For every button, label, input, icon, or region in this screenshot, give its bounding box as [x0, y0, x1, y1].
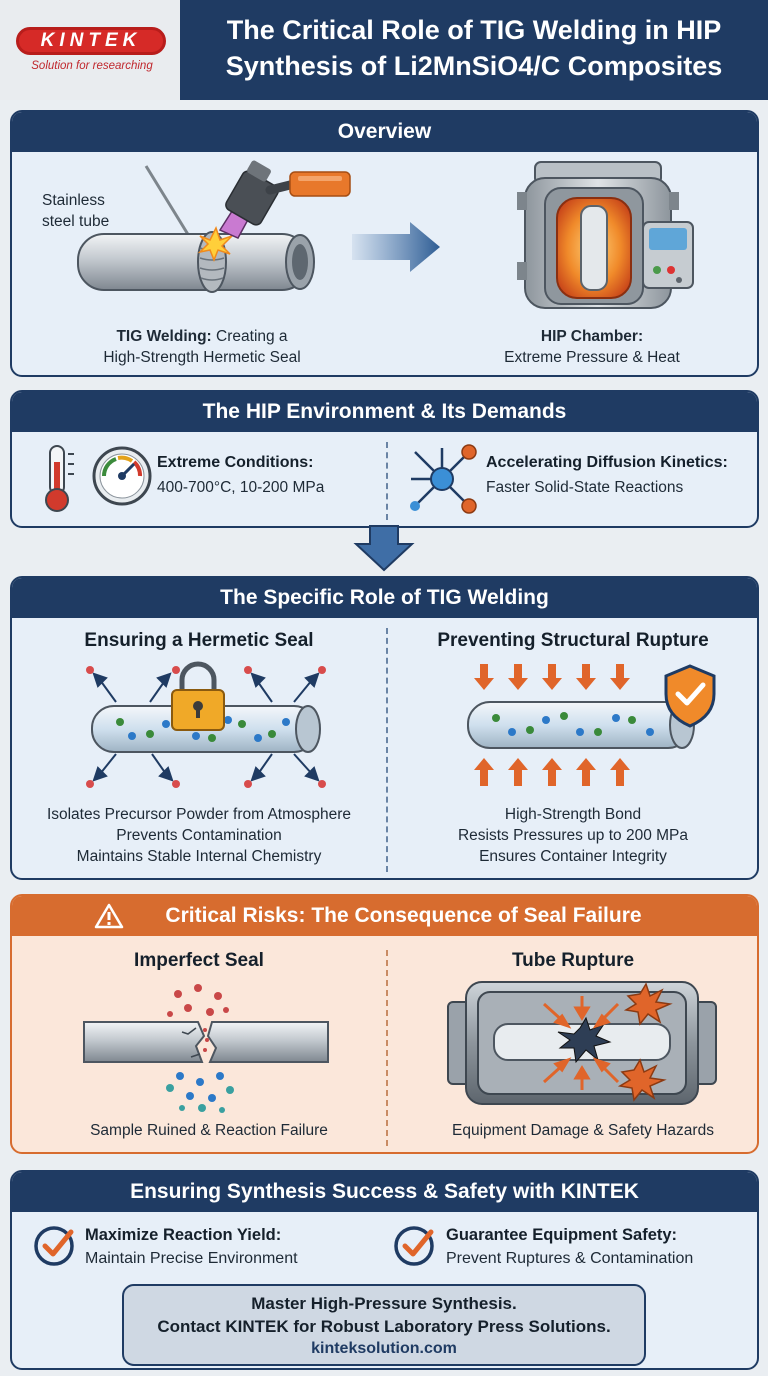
imperfect-seal-title: Imperfect Seal [134, 950, 264, 971]
header-banner: KINTEK Solution for researching The Crit… [0, 0, 768, 100]
contact-callout: Master High-Pressure Synthesis. Contact … [122, 1284, 646, 1366]
overview-flow-arrow [352, 222, 440, 272]
tig-welding-caption: TIG Welding: Creating a High-Strength He… [103, 328, 301, 366]
check-circle-icon [394, 1226, 434, 1266]
brand-logo-text: KINTEK [40, 30, 142, 51]
structural-rupture-title: Preventing Structural Rupture [437, 630, 709, 651]
tube-rupture-title: Tube Rupture [511, 950, 635, 971]
thermometer-gauge-icon [45, 445, 152, 512]
cta-line1: Master High-Pressure Synthesis. [251, 1294, 517, 1313]
environment-divider [386, 442, 388, 520]
diffusion-value: Faster Solid-State Reactions [486, 479, 684, 496]
structural-rupture-points: High-Strength Bond Resists Pressures up … [457, 806, 689, 865]
success-heading: Ensuring Synthesis Success & Safety with… [12, 1172, 757, 1212]
tube-label: Stainless steel tube [42, 192, 110, 230]
brand-logo-area: KINTEK Solution for researching [0, 0, 180, 100]
brand-tagline: Solution for researching [31, 60, 153, 72]
tube-rupture-caption: Equipment Damage & Safety Hazards [452, 1122, 714, 1139]
role-divider [386, 628, 388, 872]
warning-icon [94, 903, 124, 929]
page-title-line2: Synthesis of Li2MnSiO4/C Composites [225, 51, 723, 81]
extreme-conditions-title: Extreme Conditions: [157, 454, 314, 471]
check-circle-icon [34, 1226, 74, 1266]
page-title-line1: The Critical Role of TIG Welding in HIP [226, 15, 722, 45]
tig-welding-illustration [77, 160, 351, 293]
risks-heading: Critical Risks: The Consequence of Seal … [165, 904, 642, 927]
equipment-safety-value: Prevent Ruptures & Contamination [446, 1250, 694, 1267]
overview-heading: Overview [12, 112, 757, 152]
imperfect-seal-caption: Sample Ruined & Reaction Failure [90, 1122, 328, 1139]
ruptured-chamber-illustration [447, 981, 717, 1105]
flow-down-arrow [353, 525, 415, 572]
hip-chamber-caption: HIP Chamber: Extreme Pressure & Heat [504, 328, 680, 366]
environment-panel: The HIP Environment & Its Demands Extrem… [10, 390, 759, 528]
risks-panel: Critical Risks: The Consequence of Seal … [10, 894, 759, 1154]
equipment-safety-title: Guarantee Equipment Safety: [446, 1226, 678, 1244]
tig-role-panel: The Specific Role of TIG Welding Ensurin… [10, 576, 759, 880]
environment-heading: The HIP Environment & Its Demands [12, 392, 757, 432]
brand-logo-badge [16, 27, 166, 55]
hermetic-seal-points: Isolates Precursor Powder from Atmospher… [46, 806, 352, 865]
reaction-yield-title: Maximize Reaction Yield: [85, 1226, 282, 1244]
cta-line2: Contact KINTEK for Robust Laboratory Pre… [157, 1317, 611, 1336]
reaction-yield-value: Maintain Precise Environment [85, 1250, 298, 1267]
hip-chamber-illustration [517, 161, 694, 309]
sealed-tube-lock-illustration [86, 661, 326, 788]
hermetic-seal-title: Ensuring a Hermetic Seal [84, 630, 314, 651]
page-title: The Critical Role of TIG Welding in HIP … [186, 12, 762, 84]
extreme-conditions-value: 400-700°C, 10-200 MPa [157, 479, 325, 496]
diffusion-molecule-icon [410, 444, 477, 514]
overview-panel: Overview Stainless steel tube [10, 110, 759, 377]
risks-heading-bar: Critical Risks: The Consequence of Seal … [12, 896, 757, 936]
pressurized-tube-shield-illustration [467, 664, 716, 786]
leaking-tube-illustration [83, 984, 329, 1113]
diffusion-title: Accelerating Diffusion Kinetics: [486, 454, 728, 471]
risks-divider [386, 950, 388, 1146]
website-link[interactable]: kinteksolution.com [311, 1340, 457, 1357]
tig-role-heading: The Specific Role of TIG Welding [12, 578, 757, 618]
